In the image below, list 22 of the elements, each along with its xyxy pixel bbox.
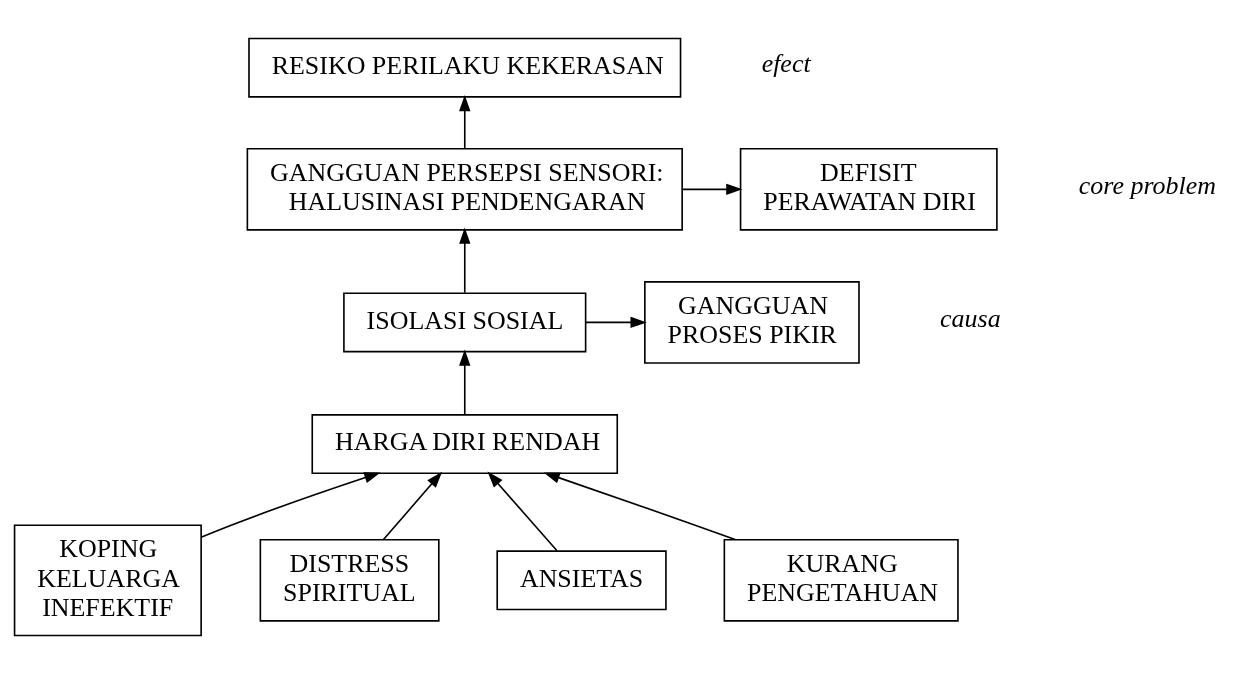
label: efect bbox=[761, 48, 811, 78]
node-box: DEFISIT PERAWATAN DIRI bbox=[739, 147, 998, 231]
arrow bbox=[382, 471, 443, 540]
node-box: GANGGUAN PERSEPSI SENSORI: HALUSINASI PENDENGARAN bbox=[246, 147, 683, 231]
node-box: HARGA DIRI RENDAH bbox=[311, 413, 619, 474]
node-box: ANSIETAS bbox=[496, 549, 667, 610]
arrow bbox=[200, 471, 381, 538]
label: core problem bbox=[1078, 170, 1216, 200]
node-box: DISTRESS SPIRITUAL bbox=[259, 538, 440, 622]
arrow bbox=[459, 227, 471, 293]
arrow bbox=[681, 183, 743, 195]
node-box: GANGGUAN PROSES PIKIR bbox=[644, 280, 860, 364]
arrow bbox=[543, 471, 736, 540]
node-box: ISOLASI SOSIAL bbox=[343, 291, 587, 352]
label: causa bbox=[940, 303, 1001, 333]
node-box: KOPING KELUARGA INEFEKTIF bbox=[13, 523, 202, 636]
arrow bbox=[459, 348, 471, 415]
arrow bbox=[585, 316, 647, 328]
arrow bbox=[459, 94, 471, 149]
arrow bbox=[487, 471, 558, 551]
node-box: RESIKO PERILAKU KEKERASAN bbox=[248, 37, 682, 98]
node-box: KURANG PENGETAHUAN bbox=[723, 538, 959, 622]
